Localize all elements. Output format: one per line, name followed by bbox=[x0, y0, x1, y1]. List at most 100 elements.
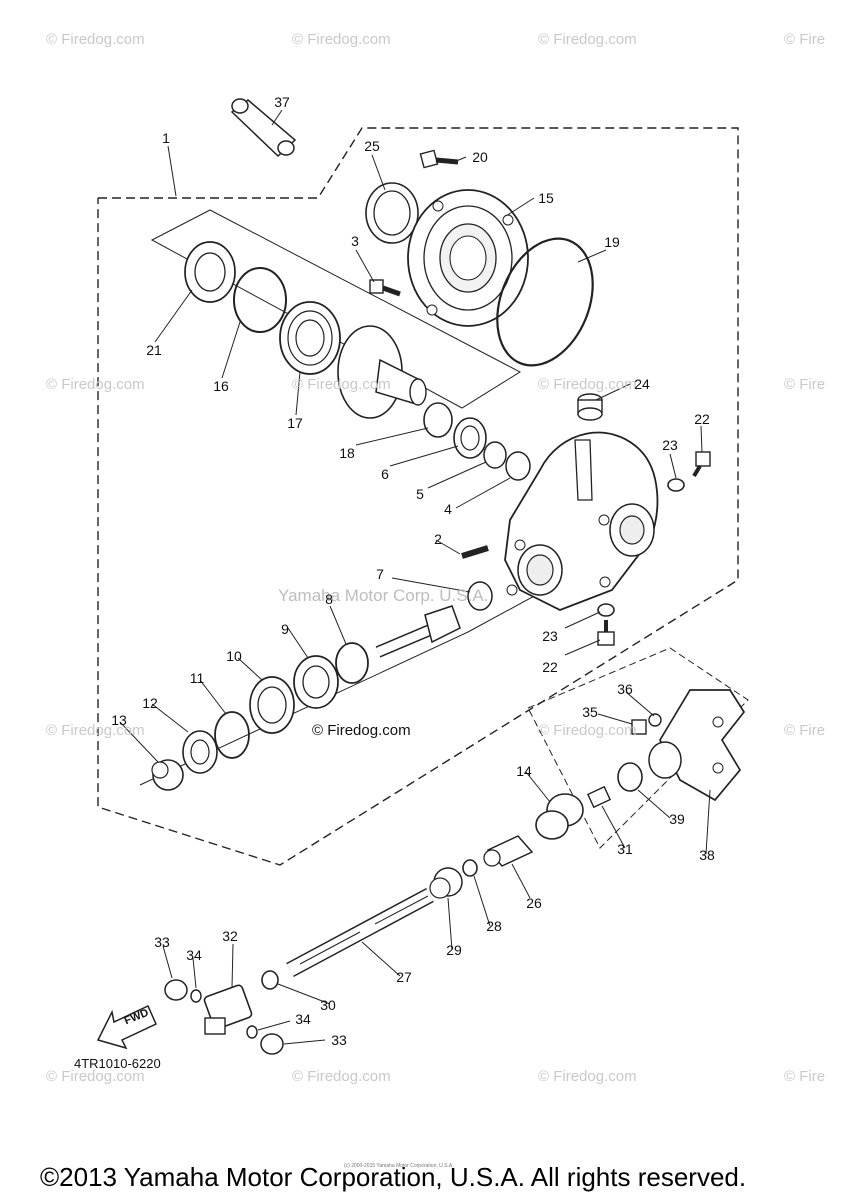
callout-number: 22 bbox=[542, 659, 558, 675]
callout-number: 19 bbox=[604, 234, 620, 250]
assembly-boundary-line bbox=[97, 127, 739, 866]
watermark-text: © Firedog.com bbox=[292, 1068, 391, 1085]
callout-number: 15 bbox=[538, 190, 554, 206]
callout-number: 12 bbox=[142, 695, 158, 711]
callout-number: 29 bbox=[446, 942, 462, 958]
callout-number: 39 bbox=[669, 811, 685, 827]
callout-number: 8 bbox=[325, 591, 333, 607]
part-bolt-side bbox=[369, 279, 401, 297]
watermark-text: © Firedog.com bbox=[538, 376, 637, 393]
callout-number: 34 bbox=[295, 1011, 311, 1027]
part-seal-housing bbox=[617, 762, 643, 792]
leader-lines bbox=[119, 109, 711, 1045]
callout-number: 38 bbox=[699, 847, 715, 863]
part-spring bbox=[586, 785, 612, 809]
copyright-notice: ©2013 Yamaha Motor Corporation, U.S.A. A… bbox=[40, 1162, 747, 1192]
callout-number: 37 bbox=[274, 94, 290, 110]
callout-number: 11 bbox=[189, 670, 205, 686]
part-gear-case bbox=[504, 431, 659, 611]
part-driveshaft bbox=[286, 887, 434, 978]
part-circlip-top bbox=[190, 989, 202, 1003]
callout-number: 26 bbox=[526, 895, 542, 911]
callout-number: 33 bbox=[331, 1032, 347, 1048]
part-bearing-housing bbox=[407, 189, 529, 327]
callout-number: 27 bbox=[396, 969, 412, 985]
callout-number: 3 bbox=[351, 233, 359, 249]
watermark-text: © Firedog.com bbox=[538, 722, 637, 739]
firedog-label: © Firedog.com bbox=[312, 722, 411, 739]
tiny-copyright: (c) 2000-2015 Yamaha Motor Corporation, … bbox=[344, 1163, 454, 1169]
callout-number: 23 bbox=[662, 437, 678, 453]
callout-number: 25 bbox=[364, 138, 380, 154]
part-ring-nut bbox=[249, 676, 295, 734]
part-pinion-gear bbox=[375, 605, 461, 658]
callout-number: 33 bbox=[154, 934, 170, 950]
part-needle-bearing bbox=[453, 417, 487, 459]
watermark-text: © Firedog.com bbox=[538, 1068, 637, 1085]
part-collar bbox=[483, 441, 507, 469]
part-oil-seal bbox=[184, 241, 236, 303]
part-drain-plug-bottom bbox=[597, 620, 615, 646]
reference-code: 4TR1010-6220 bbox=[74, 1056, 161, 1071]
watermark-text: © Fire bbox=[784, 376, 826, 393]
part-universal-joint bbox=[203, 984, 253, 1035]
watermark-text: © Fire bbox=[784, 722, 826, 739]
part-washer-housing bbox=[648, 713, 662, 727]
callout-number: 32 bbox=[222, 928, 238, 944]
part-nut bbox=[631, 719, 647, 735]
part-ring-gear bbox=[337, 325, 427, 419]
callout-number: 18 bbox=[339, 445, 355, 461]
part-washer-top bbox=[667, 478, 685, 492]
callout-number: 31 bbox=[617, 841, 633, 857]
part-bearing-cap-top bbox=[164, 979, 188, 1001]
callout-number: 4 bbox=[444, 501, 452, 517]
part-o-ring-large bbox=[496, 237, 594, 367]
part-boot bbox=[535, 793, 584, 840]
part-bearing-cap-bottom bbox=[260, 1033, 284, 1055]
watermark-text: © Fire bbox=[784, 31, 826, 48]
callout-number: 21 bbox=[146, 342, 162, 358]
callout-number: 9 bbox=[281, 621, 289, 637]
part-pin bbox=[230, 98, 297, 158]
callout-number: 7 bbox=[376, 566, 384, 582]
part-circlip bbox=[462, 859, 478, 877]
part-shim-small bbox=[335, 642, 369, 684]
callout-number: 1 bbox=[162, 130, 170, 146]
watermark-text: © Firedog.com bbox=[46, 1068, 145, 1085]
part-bushing bbox=[505, 451, 531, 481]
part-pinion-bearing bbox=[293, 655, 339, 709]
callout-number: 34 bbox=[186, 947, 202, 963]
part-drive-housing bbox=[648, 689, 746, 802]
watermark-text: © Firedog.com bbox=[538, 31, 637, 48]
part-stud bbox=[461, 545, 489, 559]
part-shim-ring bbox=[233, 267, 287, 333]
part-small-bushing bbox=[467, 581, 493, 611]
callout-number: 16 bbox=[213, 378, 229, 394]
fwd-arrow bbox=[96, 1004, 157, 1050]
callout-number: 10 bbox=[226, 648, 242, 664]
watermark-text: © Firedog.com bbox=[292, 31, 391, 48]
watermark-text: © Fire bbox=[784, 1068, 826, 1085]
callout-number: 28 bbox=[486, 918, 502, 934]
callout-number: 36 bbox=[617, 681, 633, 697]
callout-number: 17 bbox=[287, 415, 303, 431]
part-circlip-bottom bbox=[246, 1025, 258, 1039]
callout-number: 20 bbox=[472, 149, 488, 165]
part-thin-shim bbox=[423, 402, 453, 438]
part-end-collar bbox=[151, 759, 184, 791]
part-sleeve bbox=[483, 835, 534, 867]
watermark-text: © Firedog.com bbox=[46, 376, 145, 393]
watermark-text: © Firedog.com bbox=[292, 376, 391, 393]
callout-number: 22 bbox=[694, 411, 710, 427]
watermark-text: © Firedog.com bbox=[46, 31, 145, 48]
part-seal-ring bbox=[182, 730, 218, 774]
callout-number: 30 bbox=[320, 997, 336, 1013]
part-shim bbox=[365, 182, 419, 244]
callout-number: 6 bbox=[381, 466, 389, 482]
part-snap-ring bbox=[261, 970, 279, 990]
callout-number: 5 bbox=[416, 486, 424, 502]
part-cap bbox=[577, 393, 603, 421]
part-bolt-top bbox=[419, 149, 459, 169]
part-washer-bottom bbox=[597, 603, 615, 617]
